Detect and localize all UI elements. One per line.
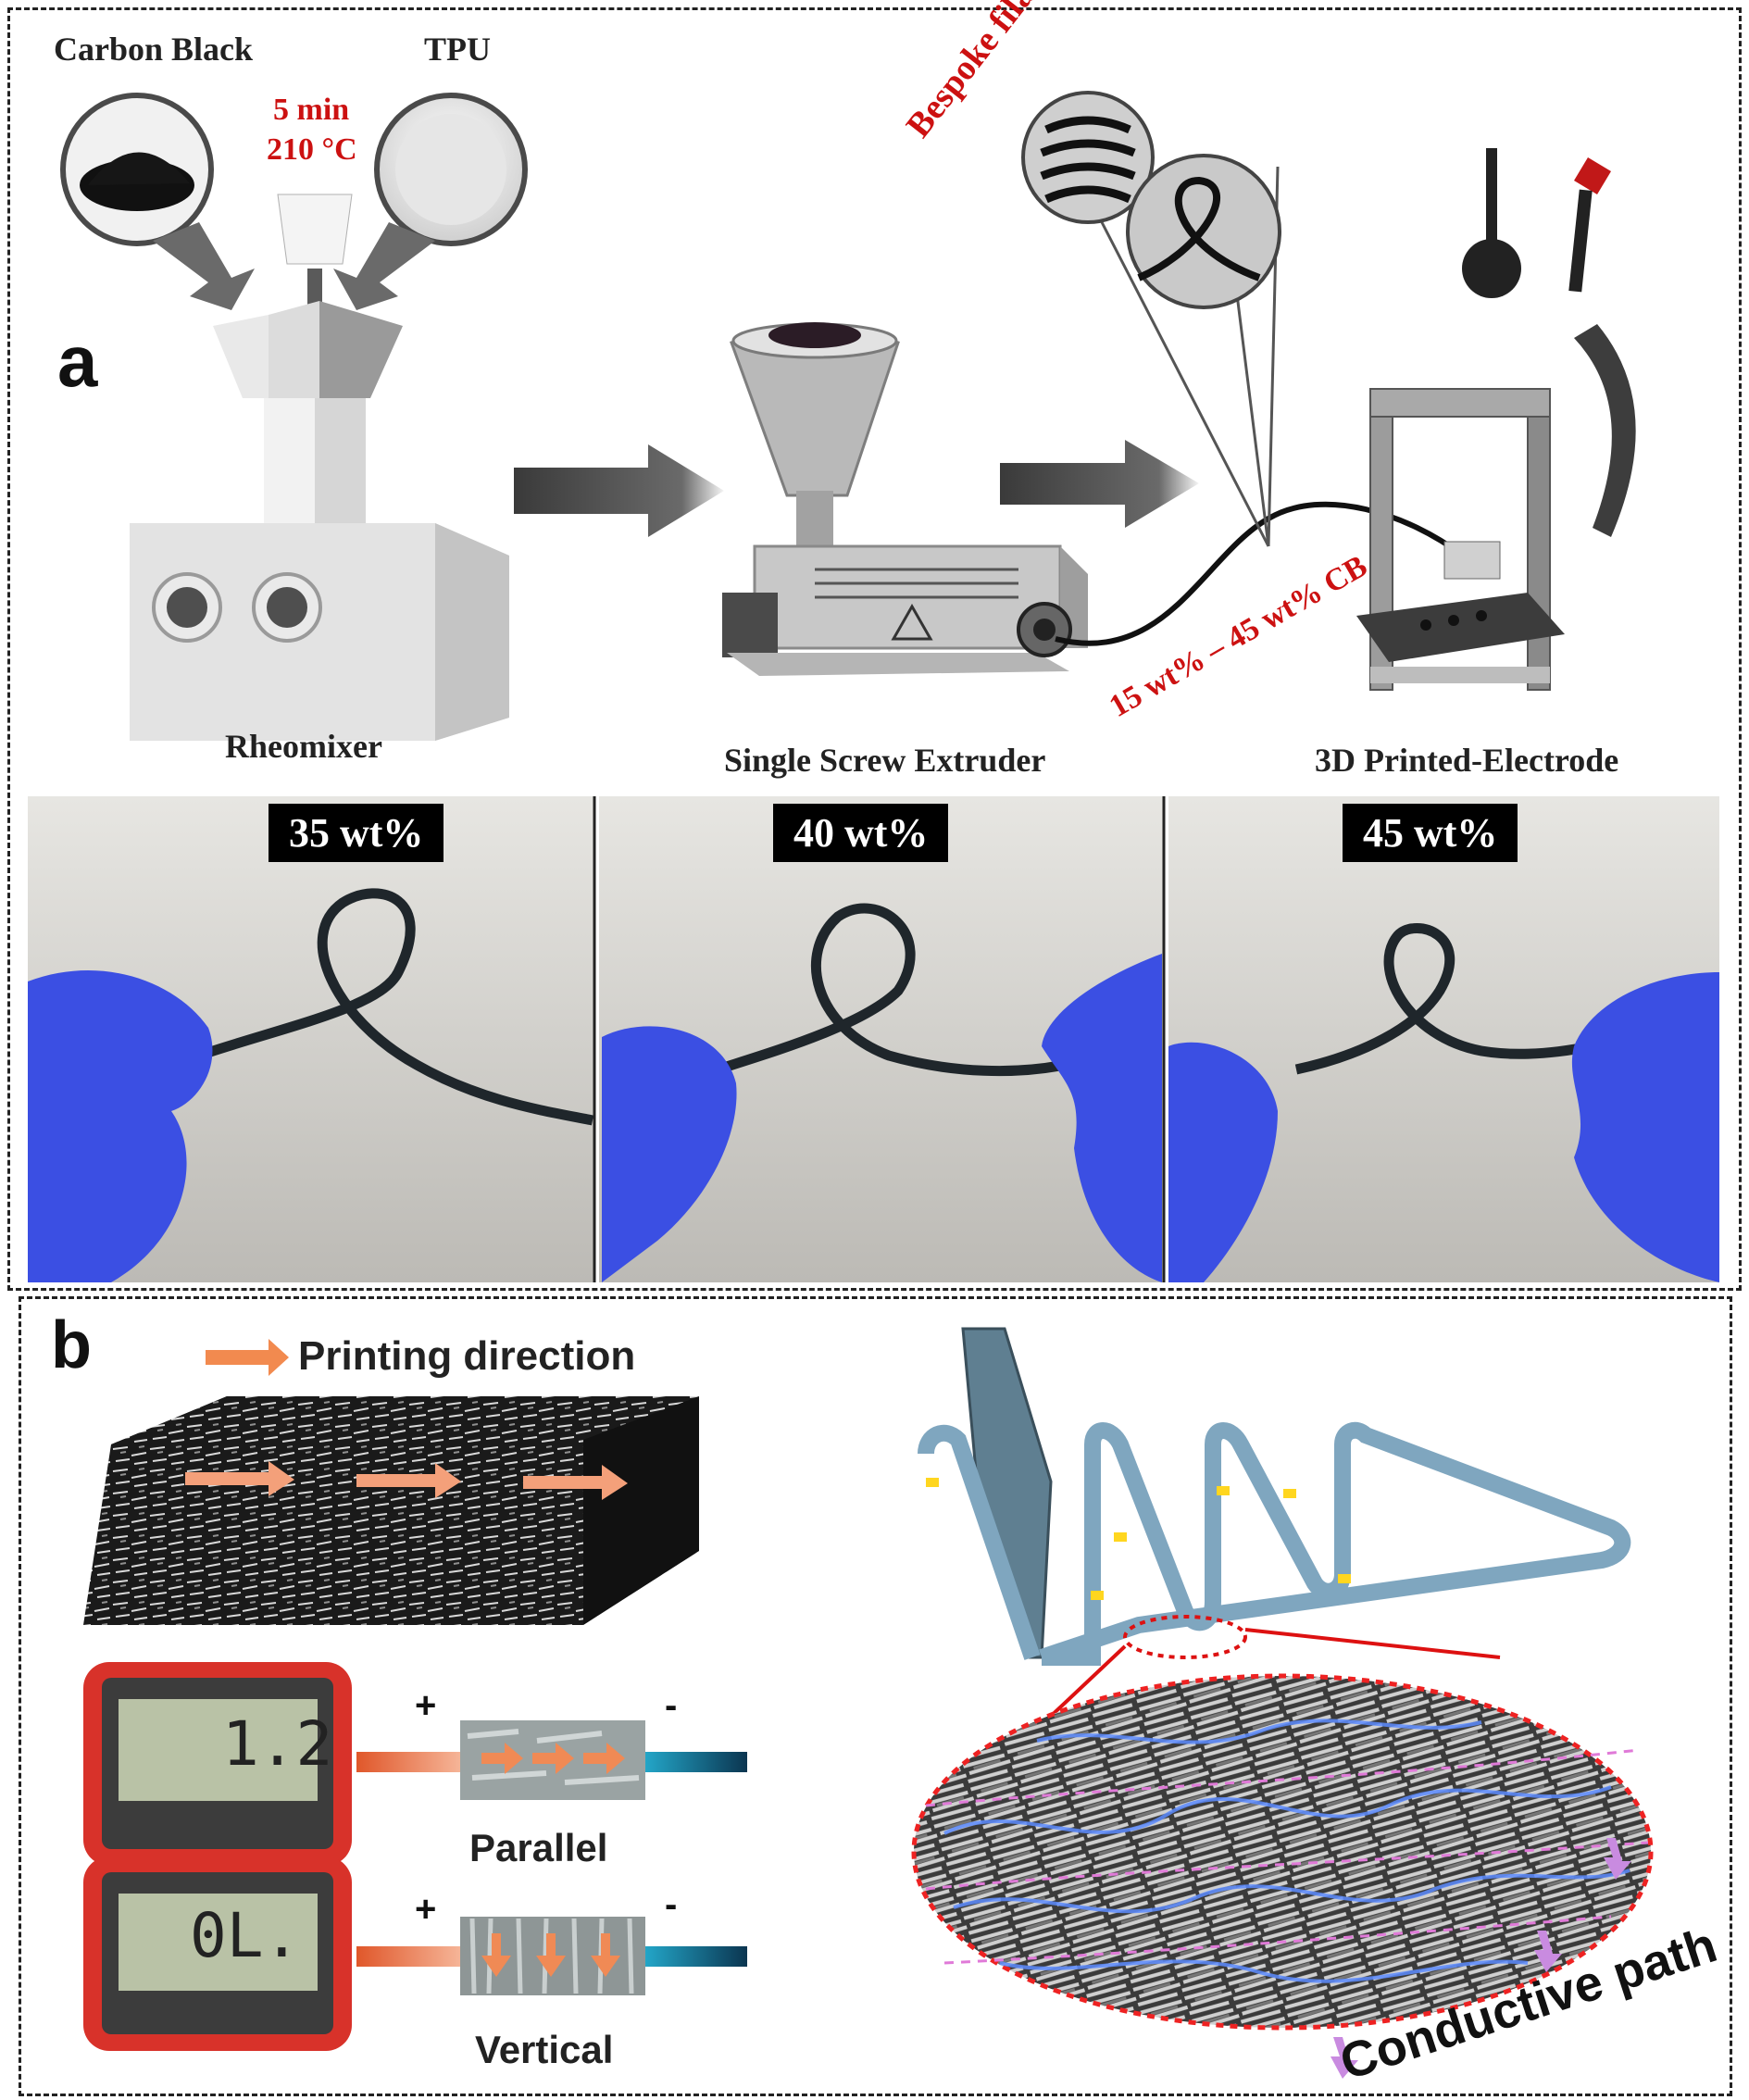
conductive-paths [943, 1719, 1630, 1983]
3d-printer [1356, 388, 1565, 691]
process-arrow-1 [514, 444, 724, 537]
gloved-hands [28, 954, 1719, 1282]
panel-b-frame [19, 1296, 1732, 2096]
photo-label-40: 40 wt% [773, 804, 949, 862]
vertical-label: Vertical [475, 2028, 614, 2071]
minus-vertical: - [665, 1884, 678, 1925]
left-feed-arrow [153, 222, 255, 310]
filament-loops [183, 888, 1636, 1126]
right-feed-arrow [333, 222, 435, 310]
conductive-zoom [911, 1673, 1654, 2031]
filament-curve [1055, 501, 1465, 646]
single-screw-extruder [722, 322, 1088, 676]
photo-label-35: 35 wt% [269, 804, 444, 862]
panel-a-letter: a [57, 320, 98, 402]
panel-a-frame [7, 7, 1742, 1291]
wire-orange-1 [356, 1752, 463, 1772]
serpentine-trace [918, 1421, 1631, 1666]
multimeter-parallel [83, 1662, 352, 1866]
multimeter-vertical [83, 1856, 352, 2051]
wire-blue-1 [645, 1752, 747, 1772]
rheomixer-label: Rheomixer [225, 728, 382, 765]
mix-time: 5 min [273, 93, 350, 127]
printed-block [83, 1396, 699, 1625]
printer-label: 3D Printed-Electrode [1315, 742, 1619, 779]
photo-label-45: 45 wt% [1343, 804, 1518, 862]
plus-parallel: + [415, 1685, 437, 1726]
meter-reading-vertical: 0L. [190, 1900, 301, 1971]
panel-b-letter: b [51, 1308, 92, 1382]
parallel-label: Parallel [469, 1826, 608, 1869]
printed-electrodes [1462, 148, 1636, 537]
printing-direction-label: Printing direction [298, 1333, 636, 1379]
plus-vertical: + [415, 1889, 437, 1930]
minus-parallel: - [665, 1685, 678, 1726]
mix-temp: 210 °C [267, 132, 357, 167]
wire-blue-2 [645, 1946, 747, 1967]
rheomixer-machine [130, 194, 509, 741]
extruder-label: Single Screw Extruder [724, 742, 1046, 779]
meter-reading-parallel: 1.2 [222, 1708, 333, 1780]
wire-orange-2 [356, 1946, 463, 1967]
carbon-black-label: Carbon Black [54, 31, 254, 68]
tpu-label: TPU [424, 31, 491, 68]
process-arrow-2 [1000, 440, 1199, 528]
printing-direction-arrow [206, 1339, 289, 1376]
